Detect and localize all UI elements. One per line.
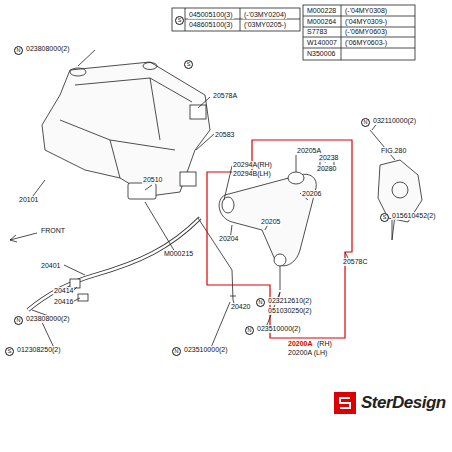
callout-number: 20578A — [212, 92, 238, 100]
callout-number: 20200A (LH) — [287, 349, 328, 357]
table-frame — [172, 8, 300, 31]
circle-symbol: N — [256, 298, 265, 307]
callout-number: 20204 — [218, 235, 239, 243]
logo-icon — [334, 392, 356, 414]
crossmember — [42, 62, 210, 196]
callout-number: FIG.280 — [380, 147, 407, 155]
callout-number: M000228 — [306, 7, 337, 15]
callout-number: 012308250(2) — [16, 346, 62, 354]
circle-symbol: S — [380, 213, 389, 222]
circle-symbol: N — [14, 316, 23, 325]
callout-number: ('03MY0205-) — [243, 21, 287, 29]
callout-number: ('06MY0603-) — [344, 39, 388, 47]
callout-number: 051030250(2) — [267, 307, 313, 315]
circle-symbol: N — [245, 326, 254, 335]
circle-symbol: S — [175, 16, 184, 25]
callout-number: 045005100(3) — [188, 11, 234, 19]
callout-number: (-'06MY0603) — [344, 28, 388, 36]
callout-number: 20294A(RH) — [232, 161, 273, 169]
stabilizer-bar — [28, 218, 200, 310]
callout-number: M000215 — [163, 250, 194, 258]
callout-number: 20206 — [301, 190, 322, 198]
callout-number: (-'03MY0204) — [243, 11, 287, 19]
circle-symbol: N — [172, 347, 181, 356]
circle-symbol: N — [361, 118, 370, 127]
callout-number: S7783 — [306, 28, 328, 36]
callout-number: FRONT — [40, 227, 66, 235]
callout-number: (-'04MY0308) — [344, 7, 388, 15]
highlight-frame — [207, 140, 352, 338]
callout-number: 023510000(2) — [183, 346, 229, 354]
callout-number: 20578C — [342, 258, 369, 266]
callout-number: 20280 — [316, 165, 337, 173]
callout-number: 048605100(3) — [188, 21, 234, 29]
callout-number: ('04MY0309-) — [344, 18, 388, 26]
callout-number: 20583 — [214, 131, 235, 139]
control-arm — [219, 174, 316, 266]
callout-number: 023510000(2) — [256, 325, 302, 333]
callout-number: N350006 — [306, 50, 336, 58]
callout-number: 032110000(2) — [372, 117, 417, 125]
circle-symbol: N — [14, 46, 23, 55]
callout-number: 023808000(2) — [25, 45, 71, 53]
circle-symbol: S — [184, 60, 193, 69]
callout-number: W140007 — [306, 39, 338, 47]
circle-symbol: S — [5, 347, 14, 356]
callout-number: M000264 — [306, 18, 337, 26]
table-frame — [303, 5, 415, 60]
callout-number: 20416 — [53, 298, 74, 306]
callout-number: 20401 — [40, 262, 61, 270]
part-number: 20200A — [287, 340, 314, 348]
logo-text: SterDesign — [360, 393, 447, 413]
callout-number: 20294B(LH) — [232, 170, 272, 178]
callout-number: 023212610(2) — [267, 297, 313, 305]
callout-number: 20414 — [53, 287, 74, 295]
callout-number: 023808000(2) — [25, 315, 71, 323]
callout-number: 20205 — [260, 218, 281, 226]
front-arrow — [10, 233, 37, 242]
callout-number: 20510 — [142, 176, 163, 184]
callout-number: 20238 — [318, 154, 339, 162]
callout-number: 20101 — [18, 196, 39, 204]
callout-number: 015610452(2) — [391, 212, 437, 220]
callout-number: 20420 — [230, 303, 251, 311]
callout-number: (RH) — [316, 340, 333, 348]
